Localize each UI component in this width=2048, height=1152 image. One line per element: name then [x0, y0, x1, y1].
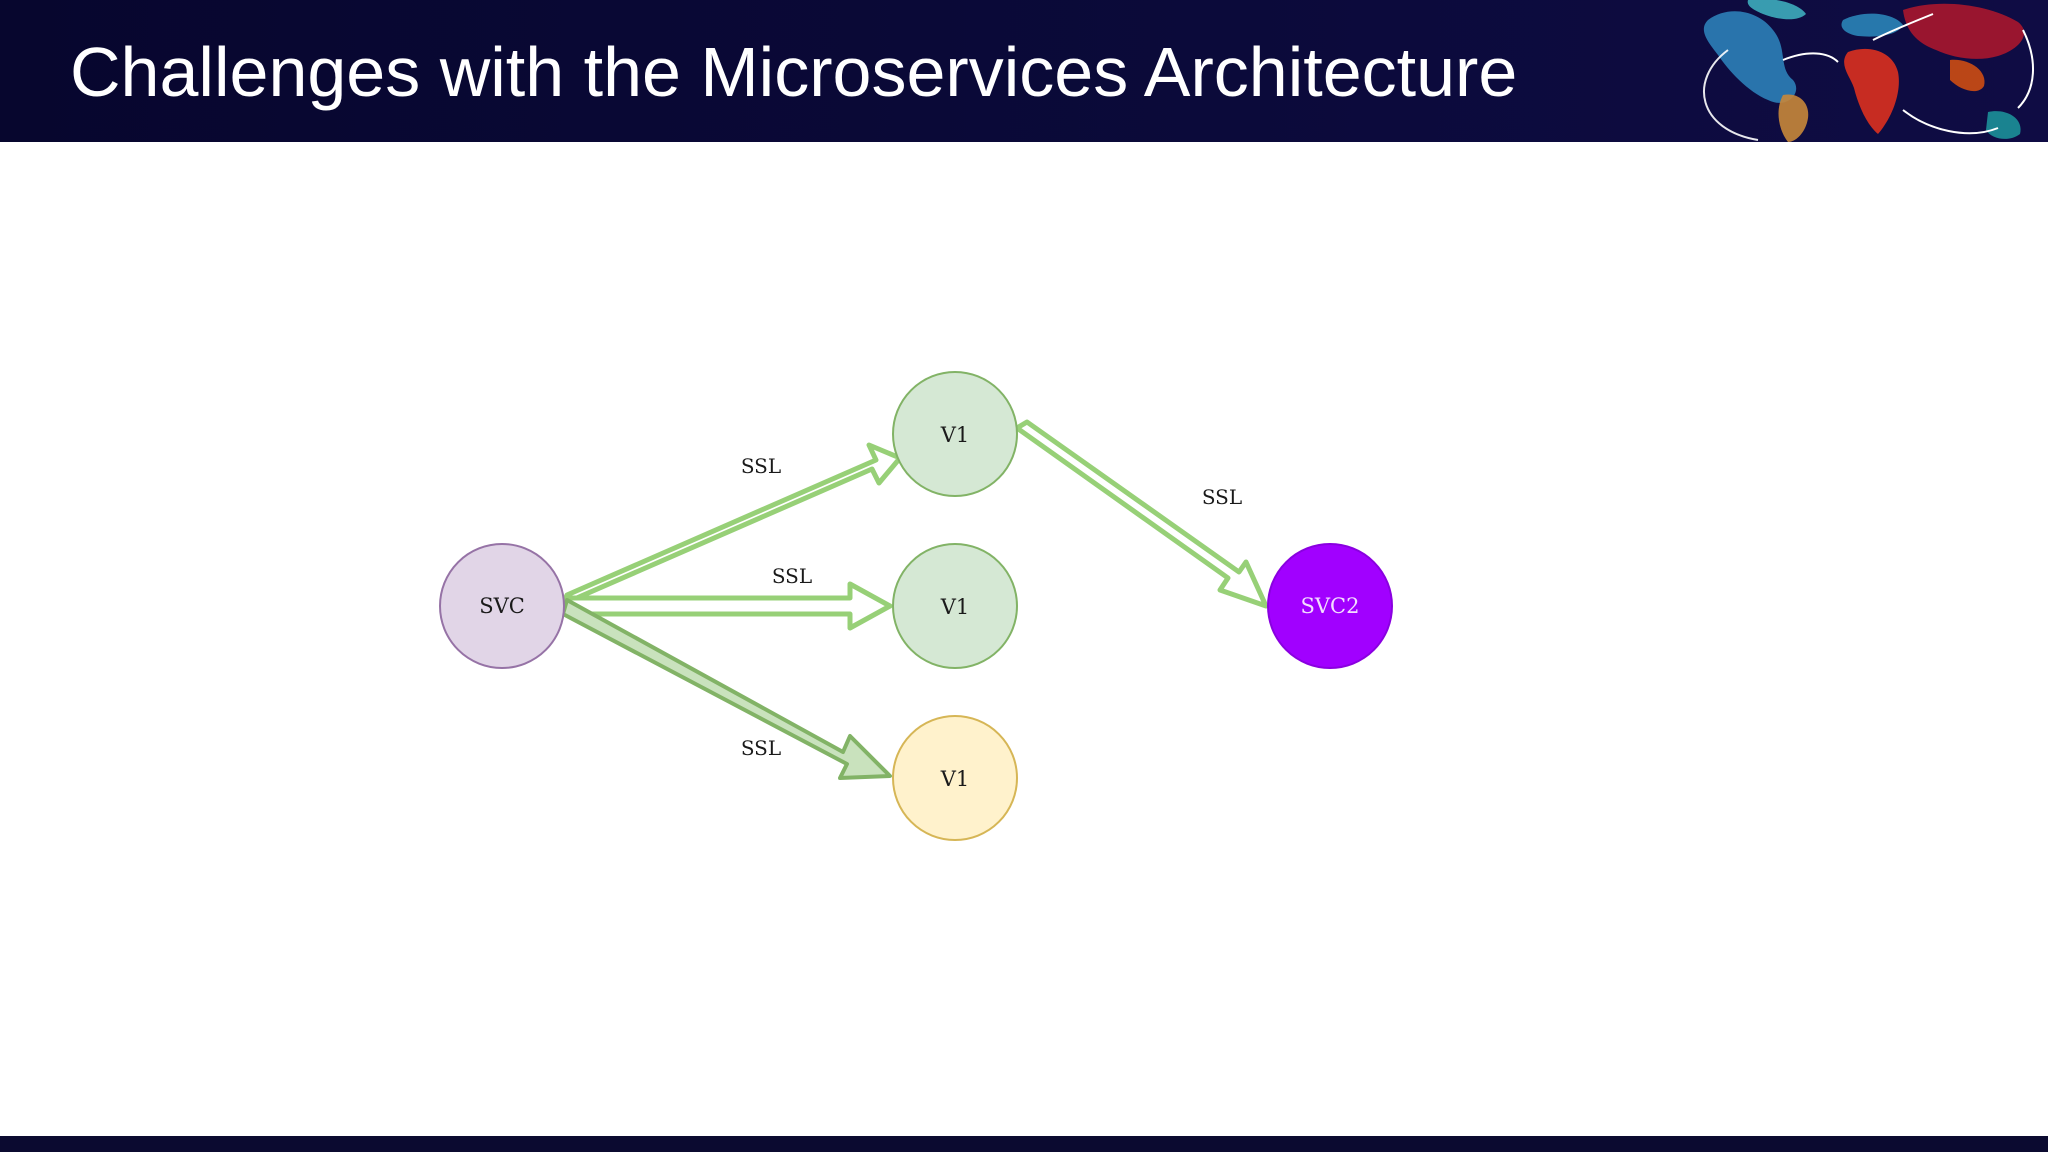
edge-svc-to-v1-bottom	[561, 598, 892, 780]
node-v1-middle: V1	[892, 543, 1018, 669]
edge-svc-to-v1-top	[560, 442, 903, 607]
footer-bar	[0, 1136, 2048, 1152]
node-svc2-label: SVC2	[1301, 594, 1360, 618]
slide-header: Challenges with the Microservices Archit…	[0, 0, 2048, 142]
edge-label-ssl-middle: SSL	[772, 564, 812, 588]
microservices-diagram: SSL SSL SSL SSL SVC V1 V1 V1 SVC2	[439, 371, 1393, 841]
edge-label-ssl-top: SSL	[741, 454, 781, 478]
slide-title: Challenges with the Microservices Archit…	[70, 33, 1518, 111]
edge-svc-to-v1-middle	[564, 581, 893, 631]
edge-label-ssl-bottom: SSL	[741, 736, 781, 760]
node-v1-top: V1	[892, 371, 1018, 497]
node-v1-middle-label: V1	[940, 595, 970, 619]
edge-v1-top-to-svc2	[1014, 419, 1269, 609]
node-v1-bottom-label: V1	[940, 767, 970, 791]
edge-label-ssl-svc2: SSL	[1202, 485, 1242, 509]
node-v1-top-label: V1	[940, 423, 970, 447]
node-svc2: SVC2	[1267, 543, 1393, 669]
node-svc-label: SVC	[479, 594, 525, 618]
world-map-icon	[1703, 0, 2034, 142]
node-v1-bottom: V1	[892, 715, 1018, 841]
node-svc: SVC	[439, 543, 565, 669]
